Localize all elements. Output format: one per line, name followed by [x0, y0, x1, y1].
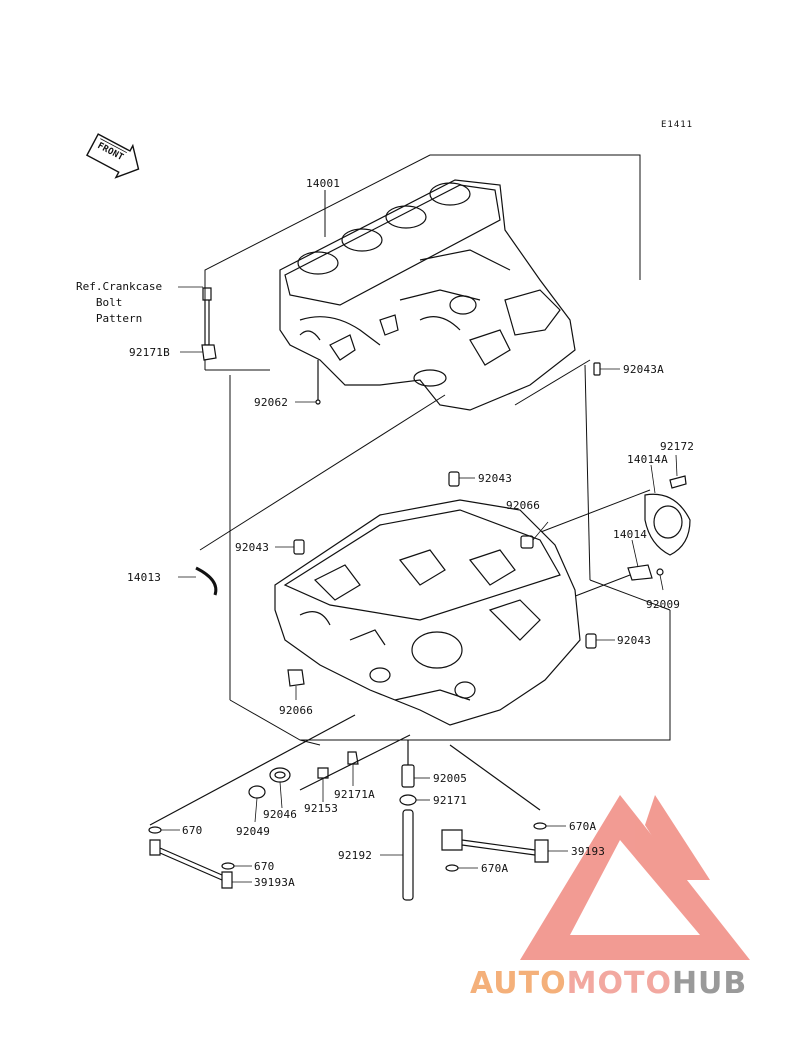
part-92049[interactable]: 92049 — [236, 825, 271, 838]
part-92043-right[interactable]: 92043 — [617, 634, 652, 647]
leader-lines — [161, 286, 678, 883]
watermark-logo-triangle — [520, 795, 750, 960]
part-92066-left[interactable]: 92066 — [279, 704, 314, 717]
part-14014[interactable]: 14014 — [613, 528, 648, 541]
part-14013[interactable]: 14013 — [127, 571, 162, 584]
part-670-left[interactable]: 670 — [182, 824, 203, 837]
part-39193A[interactable]: 39193A — [254, 876, 295, 889]
lower-crankcase-frame — [199, 364, 671, 746]
upper-crankcase — [279, 179, 576, 411]
part-92062[interactable]: 92062 — [254, 396, 289, 409]
part-92066-right[interactable]: 92066 — [506, 499, 541, 512]
part-92171[interactable]: 92171 — [433, 794, 468, 807]
diagram-code: E1411 — [661, 120, 694, 130]
ref-crankcase-note: Ref.Crankcase Bolt Pattern — [76, 279, 162, 327]
part-39193[interactable]: 39193 — [571, 845, 606, 858]
ref-note-line-1: Ref.Crankcase — [76, 280, 163, 293]
brand-hub: HUB — [671, 966, 748, 1001]
part-92009[interactable]: 92009 — [646, 598, 681, 611]
front-arrow-icon — [85, 133, 140, 179]
part-92043A[interactable]: 92043A — [623, 363, 664, 376]
part-92153[interactable]: 92153 — [304, 802, 339, 815]
part-670A-bottom[interactable]: 670A — [481, 862, 509, 875]
watermark-brand: AUTOMOTOHUB — [470, 966, 747, 1001]
brand-moto: MOTO — [566, 966, 672, 1001]
part-92171A[interactable]: 92171A — [334, 788, 375, 801]
part-14001[interactable]: 14001 — [306, 177, 341, 190]
brand-auto: AUTO — [470, 966, 567, 1001]
part-670-mid[interactable]: 670 — [254, 860, 275, 873]
ref-note-line-3: Pattern — [95, 312, 143, 325]
ref-note-line-2: Bolt — [95, 296, 123, 309]
part-92046[interactable]: 92046 — [263, 808, 298, 821]
part-670A-top[interactable]: 670A — [569, 820, 597, 833]
part-92192[interactable]: 92192 — [338, 849, 373, 862]
part-92172[interactable]: 92172 — [660, 440, 695, 453]
part-92005[interactable]: 92005 — [433, 772, 468, 785]
part-92043-left[interactable]: 92043 — [235, 541, 270, 554]
part-14014A[interactable]: 14014A — [627, 453, 668, 466]
part-92043-top[interactable]: 92043 — [478, 472, 513, 485]
part-92171B[interactable]: 92171B — [129, 346, 170, 359]
lower-crankcase — [274, 499, 581, 726]
